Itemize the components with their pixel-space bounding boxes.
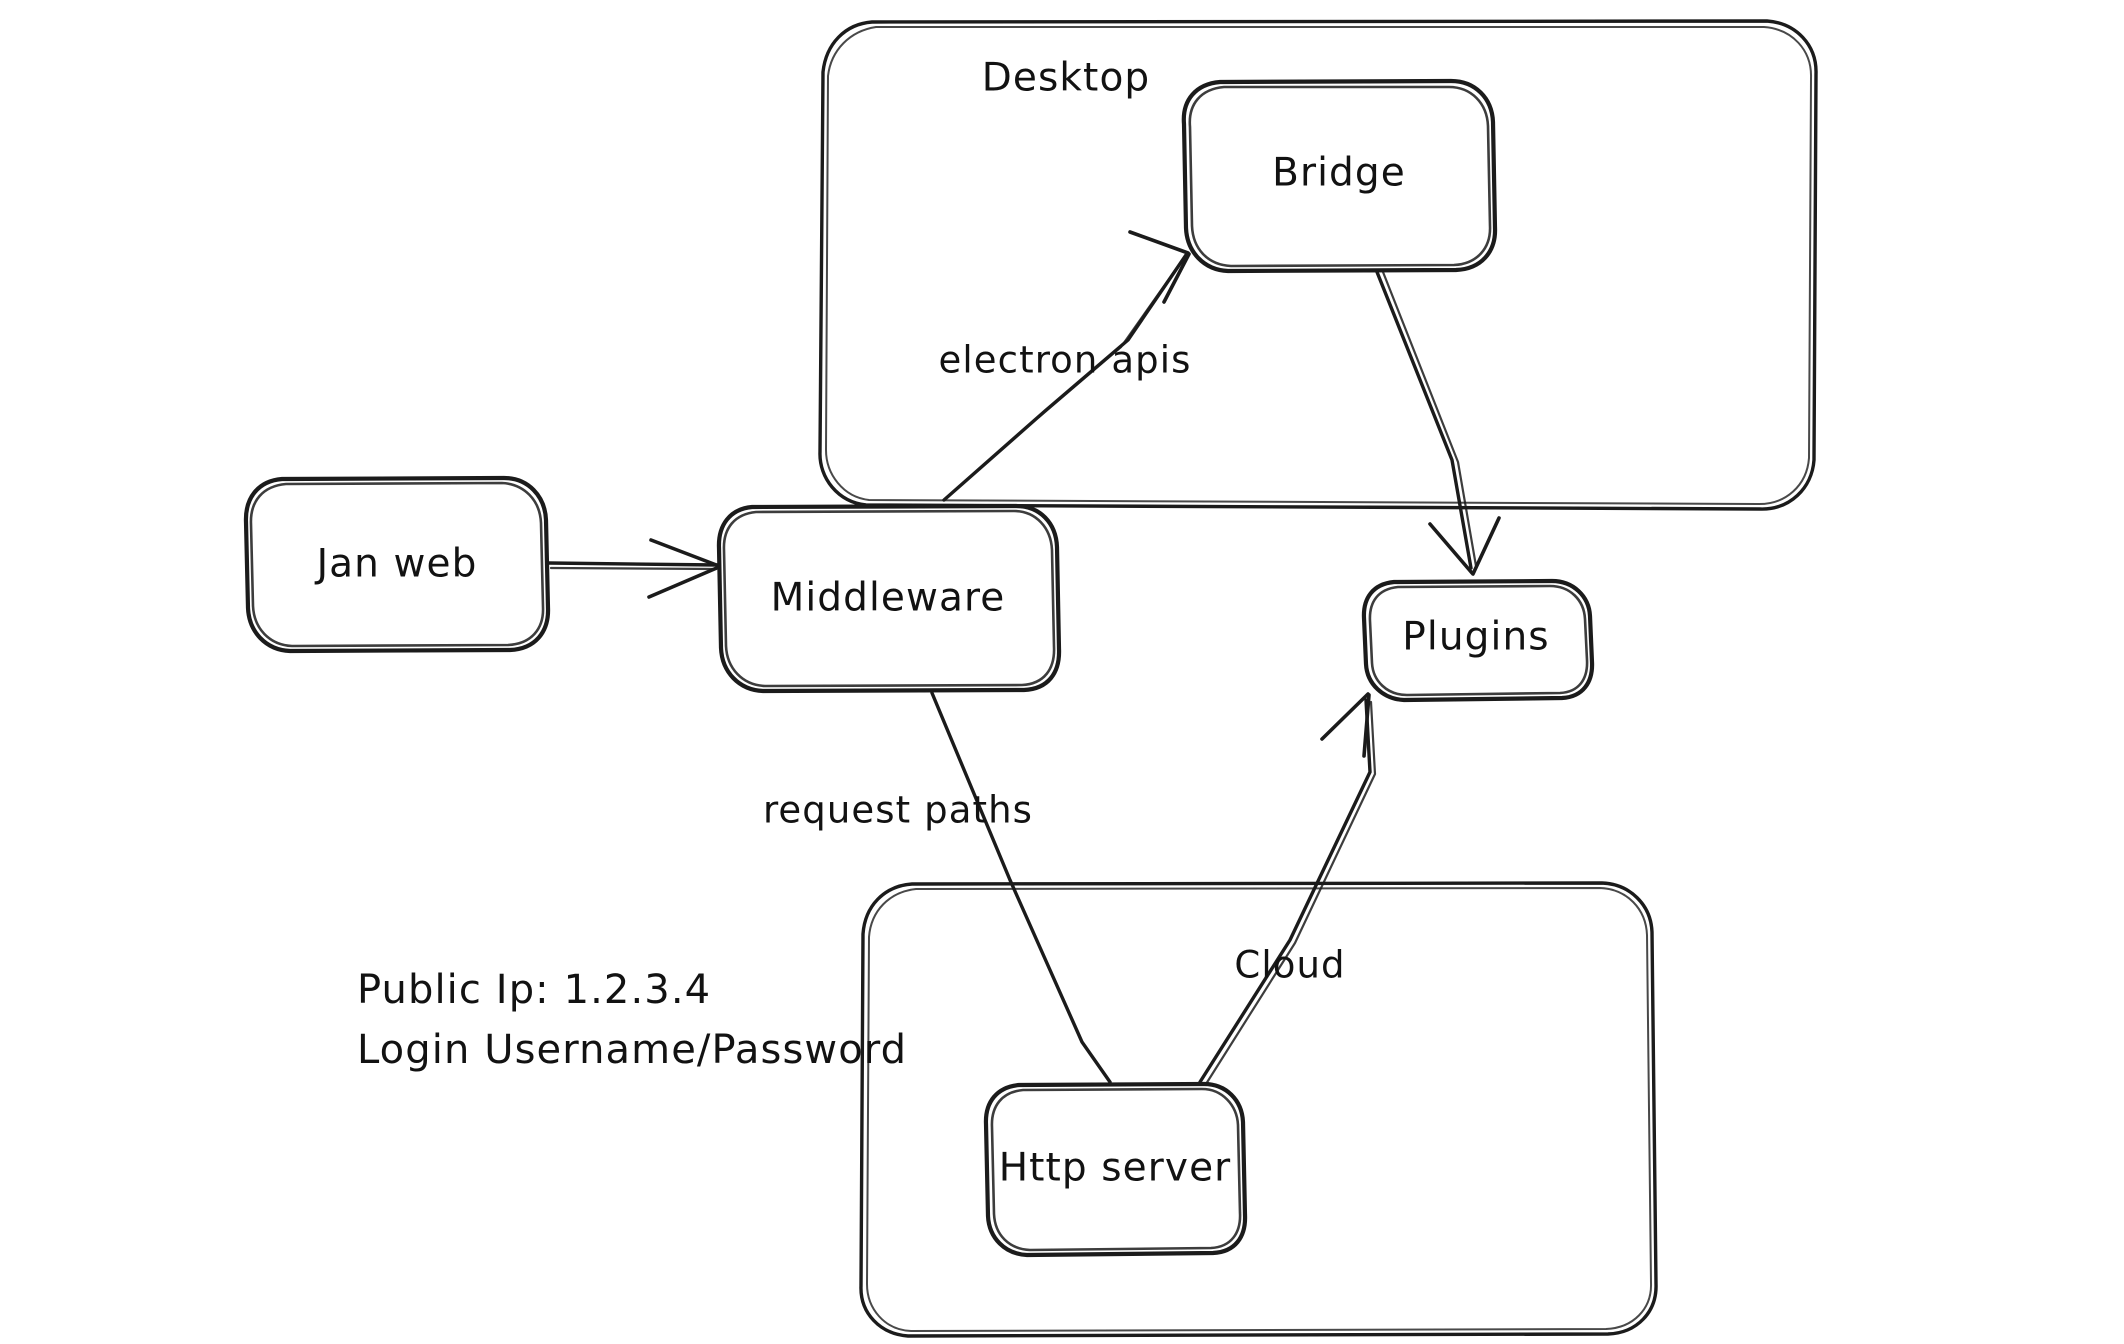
- arrowhead-janweb-middleware-upper: [649, 538, 721, 568]
- node-label-jan-web: Jan web: [314, 542, 478, 587]
- node-http-server[interactable]: Http server: [983, 1081, 1248, 1258]
- node-middleware-shape: [716, 503, 1062, 694]
- node-plugins-shape: [1361, 578, 1595, 703]
- node-plugins[interactable]: Plugins: [1361, 578, 1595, 703]
- notes-block: Public Ip: 1.2.3.4 Login Username/Passwo…: [357, 967, 907, 1073]
- node-bridge-shape: [1181, 78, 1498, 274]
- edge-janweb-to-middleware[interactable]: [547, 538, 721, 599]
- edge-line-httpserver-plugins: [1198, 698, 1372, 1084]
- node-label-http-server: Http server: [999, 1146, 1232, 1191]
- node-jan-web-shape: [243, 475, 551, 654]
- edge-line-bridge-plugins-overlay: [1381, 270, 1478, 568]
- edge-middleware-to-httpserver[interactable]: request paths: [763, 691, 1112, 1084]
- arrowhead-bridge-lower: [1162, 252, 1191, 304]
- edge-line-httpserver-plugins-overlay: [1204, 700, 1377, 1086]
- node-plugins-shape-overlay: [1368, 584, 1589, 697]
- node-bridge[interactable]: Bridge: [1181, 78, 1498, 274]
- node-label-bridge: Bridge: [1272, 151, 1406, 196]
- cloud-boundary: [859, 881, 1658, 1338]
- node-label-plugins: Plugins: [1402, 615, 1549, 660]
- node-http-server-shape-overlay: [990, 1087, 1242, 1252]
- node-http-server-shape: [983, 1081, 1248, 1258]
- edge-httpserver-to-plugins[interactable]: Cloud: [1198, 692, 1377, 1086]
- arrowhead-plugins-top-left: [1428, 522, 1474, 575]
- cloud-boundary-sketch-overlay: [866, 887, 1653, 1332]
- arrowhead-plugins-bottom-lower: [1320, 692, 1370, 741]
- arrowhead-janweb-middleware-lower: [647, 565, 721, 599]
- arrowhead-plugins-bottom-upper: [1362, 693, 1371, 758]
- edge-label-cloud: Cloud: [1234, 944, 1345, 987]
- desktop-boundary-sketch-overlay: [825, 26, 1813, 506]
- note-public-ip: Public Ip: 1.2.3.4: [357, 967, 711, 1013]
- edge-line-bridge-plugins: [1375, 270, 1473, 570]
- node-middleware-shape-overlay: [722, 509, 1056, 688]
- arrowhead-plugins-top-right: [1471, 516, 1501, 576]
- edge-label-electron-apis: electron apis: [939, 339, 1192, 382]
- group-cloud[interactable]: [859, 881, 1658, 1338]
- edge-line-middleware-bridge-overlay: [1037, 260, 1183, 419]
- desktop-boundary: [818, 19, 1818, 511]
- node-jan-web[interactable]: Jan web: [243, 475, 551, 654]
- node-middleware[interactable]: Middleware: [716, 503, 1062, 694]
- edge-label-request-paths: request paths: [763, 789, 1033, 832]
- edge-line-middleware-httpserver: [930, 691, 1112, 1084]
- edge-line-janweb-middleware-overlay: [549, 566, 718, 571]
- edge-line-janweb-middleware: [547, 561, 720, 567]
- group-desktop[interactable]: [818, 19, 1818, 511]
- node-bridge-shape-overlay: [1188, 85, 1492, 268]
- edge-bridge-to-plugins[interactable]: [1375, 270, 1501, 576]
- group-label-desktop: Desktop: [982, 56, 1151, 101]
- node-jan-web-shape-overlay: [249, 481, 545, 648]
- node-label-middleware: Middleware: [771, 576, 1006, 621]
- arrowhead-bridge-upper: [1128, 230, 1190, 255]
- edge-middleware-to-bridge[interactable]: electron apis: [939, 230, 1192, 502]
- note-login: Login Username/Password: [357, 1027, 907, 1073]
